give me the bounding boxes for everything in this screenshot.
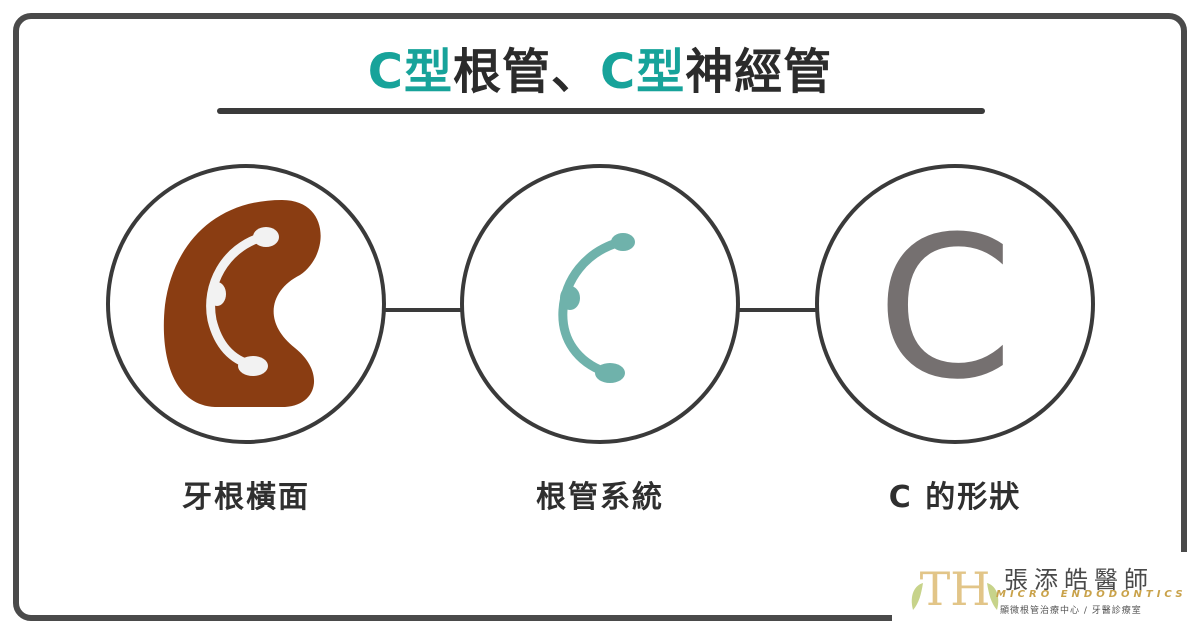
c-shaped-canal-icon — [558, 233, 635, 383]
canal-tip-bottom — [595, 363, 625, 383]
circle-outline-2 — [460, 164, 740, 444]
clinic-logo: TH — [911, 562, 999, 616]
title-accent-1: C型 — [367, 44, 453, 100]
tooth-cross-section-circle — [106, 164, 386, 444]
canal-end-top — [253, 227, 279, 247]
logo-leaf-left — [911, 583, 923, 610]
caption-tooth-cross-section: 牙根橫面 — [182, 480, 310, 515]
title-text-2: 神經管 — [685, 44, 833, 100]
title-accent-2: C型 — [600, 44, 686, 100]
canal-bulge — [208, 282, 226, 306]
letter-c-icon: C — [877, 195, 1014, 423]
circle-outline-3 — [815, 164, 1095, 444]
tooth-cross-section-icon — [163, 200, 321, 407]
tooth-shape — [163, 200, 321, 407]
canal-system-circle — [460, 164, 740, 444]
title-text-1: 根管、 — [452, 44, 600, 100]
caption-c-shape: C 的形狀 — [888, 480, 1022, 515]
logo-subtitle-secondary: 顯微根管治療中心 / 牙醫診療室 — [1000, 606, 1142, 616]
root-canal-outline — [206, 232, 267, 370]
title-underline — [217, 108, 985, 114]
canal-tip-top — [611, 233, 635, 251]
logo-name: 張添皓醫師 — [1004, 566, 1154, 594]
page-title: C型根管、C型神經管 — [0, 40, 1200, 104]
canal-curve — [558, 237, 625, 377]
canal-node — [560, 286, 580, 310]
logo-mark: TH — [920, 562, 991, 616]
caption-canal-system: 根管系統 — [536, 480, 664, 515]
c-shape-circle: C — [815, 164, 1095, 444]
logo-leaf-right — [987, 583, 999, 610]
logo-subtitle: MICRO ENDODONTICS — [996, 589, 1187, 600]
canal-end-bottom — [238, 356, 268, 376]
logo-block — [892, 552, 1192, 624]
